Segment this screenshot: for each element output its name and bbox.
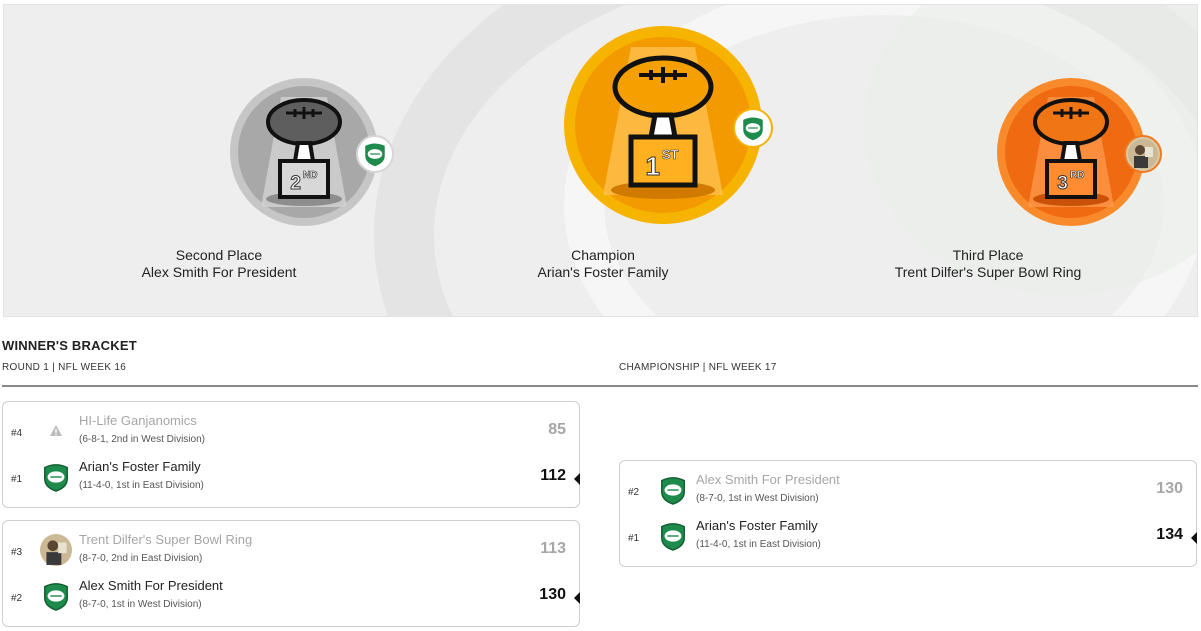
- second-place-title: Second Place: [175, 247, 263, 263]
- second-place: 2 ND Second Place Alex Smith For Preside…: [59, 77, 394, 280]
- football-shield-icon: [365, 143, 385, 167]
- champion-medal: 1 ST: [563, 25, 773, 225]
- warning-icon: [40, 415, 72, 447]
- football-shield-icon: [657, 520, 689, 552]
- team-row[interactable]: #1 Arian's Foster Family (11-4-0, 1st in…: [3, 454, 580, 500]
- third-place-team[interactable]: Trent Dilfer's Super Bowl Ring: [894, 264, 1082, 280]
- champion-place: 1 ST Champion Arian's Foster Family: [443, 25, 773, 280]
- team-seed: #2: [628, 487, 640, 498]
- second-team-badge[interactable]: [356, 135, 394, 173]
- champion-title: Champion: [571, 247, 635, 263]
- second-place-medal: 2 ND: [229, 77, 394, 227]
- third-place-medal: 3 RD: [996, 77, 1162, 227]
- team-record: (6-8-1, 2nd in West Division): [79, 434, 205, 445]
- round-1-label: ROUND 1 | NFL WEEK 16: [2, 362, 127, 373]
- football-shield-icon: [40, 461, 72, 493]
- champion-rank-digit: 1: [646, 151, 660, 181]
- team-score: 134: [1156, 526, 1183, 543]
- team-record: (11-4-0, 1st in East Division): [696, 539, 821, 550]
- third-place: 3 RD Third Place Trent Dilfer's Super Bo…: [828, 77, 1162, 280]
- winner-arrow-icon: [574, 473, 580, 485]
- team-record: (11-4-0, 1st in East Division): [79, 480, 204, 491]
- matchup-card[interactable]: #4 HI-Life Ganjanomics (6-8-1, 2nd in We…: [2, 401, 580, 508]
- team-name[interactable]: HI-Life Ganjanomics: [79, 413, 197, 428]
- podium-banner: 2 ND Second Place Alex Smith For Preside…: [3, 4, 1198, 317]
- bracket-title: WINNER'S BRACKET: [2, 338, 137, 353]
- team-row[interactable]: #3 Trent Dilfer's Super Bowl Ring (8-7-0…: [3, 527, 579, 573]
- third-rank-digit: 3: [1057, 173, 1068, 194]
- matchup-card[interactable]: #2 Alex Smith For President (8-7-0, 1st …: [619, 460, 1197, 567]
- third-team-avatar[interactable]: [1124, 135, 1162, 173]
- winner-arrow-icon: [1191, 532, 1197, 544]
- team-row[interactable]: #1 Arian's Foster Family (11-4-0, 1st in…: [620, 513, 1197, 559]
- team-record: (8-7-0, 1st in West Division): [696, 493, 819, 504]
- team-seed: #4: [11, 428, 23, 439]
- team-name[interactable]: Arian's Foster Family: [696, 518, 818, 533]
- team-row[interactable]: #2 Alex Smith For President (8-7-0, 1st …: [3, 573, 580, 619]
- team-seed: #2: [11, 593, 23, 604]
- champion-team[interactable]: Arian's Foster Family: [537, 264, 669, 280]
- team-score: 85: [548, 421, 566, 438]
- trophy-icon: 1 ST: [564, 26, 762, 224]
- team-record: (8-7-0, 1st in West Division): [79, 599, 202, 610]
- football-shield-icon: [657, 474, 689, 506]
- champion-rank-suffix: ST: [662, 147, 679, 162]
- avatar-photo: [40, 534, 72, 566]
- team-name[interactable]: Alex Smith For President: [696, 472, 840, 487]
- team-record: (8-7-0, 2nd in East Division): [79, 553, 203, 564]
- second-rank-digit: 2: [290, 173, 301, 194]
- bracket-divider: [2, 385, 1198, 387]
- second-place-team[interactable]: Alex Smith For President: [141, 264, 297, 280]
- team-name[interactable]: Alex Smith For President: [79, 578, 223, 593]
- champion-team-badge[interactable]: [733, 108, 773, 148]
- football-shield-icon: [40, 580, 72, 612]
- third-rank-suffix: RD: [1070, 170, 1084, 181]
- team-row[interactable]: #2 Alex Smith For President (8-7-0, 1st …: [620, 467, 1196, 513]
- team-seed: #1: [628, 533, 640, 544]
- winner-arrow-icon: [574, 592, 580, 604]
- second-rank-suffix: ND: [303, 170, 317, 181]
- team-row[interactable]: #4 HI-Life Ganjanomics (6-8-1, 2nd in We…: [3, 408, 579, 454]
- team-score: 130: [1156, 480, 1183, 497]
- avatar-photo: [1128, 139, 1158, 169]
- team-score: 130: [539, 586, 566, 603]
- trophy-icon: 3 RD: [997, 78, 1145, 226]
- team-score: 112: [540, 467, 566, 484]
- team-seed: #3: [11, 547, 23, 558]
- team-name[interactable]: Arian's Foster Family: [79, 459, 201, 474]
- matchup-card[interactable]: #3 Trent Dilfer's Super Bowl Ring (8-7-0…: [2, 520, 580, 627]
- team-score: 113: [540, 540, 566, 557]
- team-seed: #1: [11, 474, 23, 485]
- football-shield-icon: [743, 117, 763, 141]
- team-name[interactable]: Trent Dilfer's Super Bowl Ring: [79, 532, 253, 547]
- third-place-title: Third Place: [952, 247, 1024, 263]
- championship-label: CHAMPIONSHIP | NFL WEEK 17: [619, 362, 777, 373]
- trophy-icon: 2 ND: [230, 78, 378, 226]
